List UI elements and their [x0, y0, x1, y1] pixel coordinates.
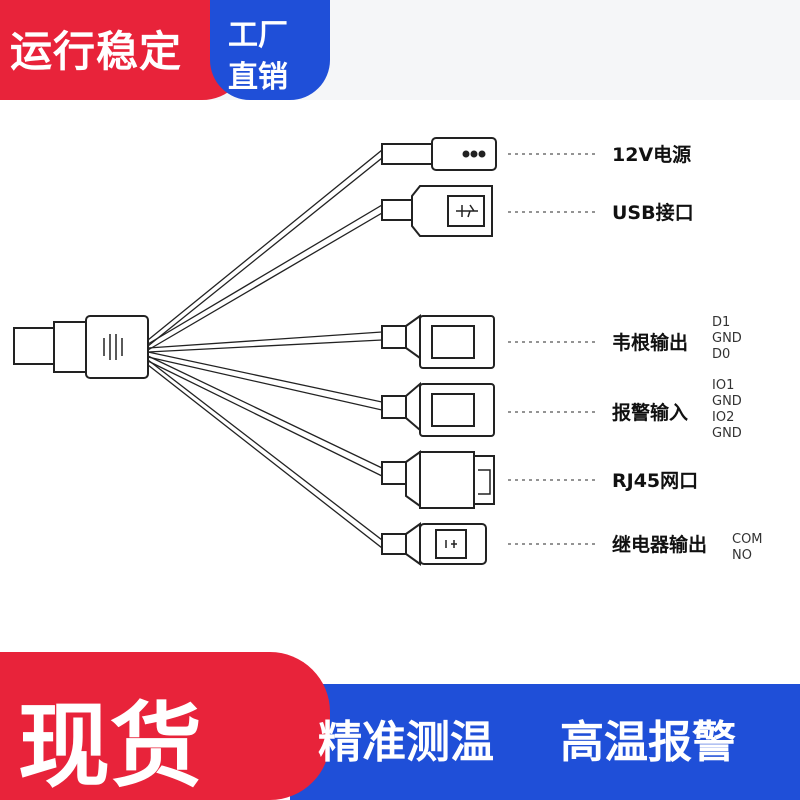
wire-relay [147, 359, 383, 549]
main-cable [13, 327, 55, 365]
pin-alarm-io1: IO1 [712, 378, 734, 393]
wire-alarm [147, 351, 383, 411]
feature-accurate-temp: 精准测温 [318, 717, 494, 768]
rj45-connector [381, 450, 495, 509]
pin-wiegand-gnd: GND [712, 331, 742, 346]
wire-usb [147, 204, 383, 351]
slogan-text: 运行稳定 [10, 27, 183, 76]
cable-diagram: 12V电源 USB接口 韦根输出 报警输入 RJ45网口 继电器输出 D1 GN… [13, 137, 763, 566]
bottom-banner: 现货 精准测温 高温报警 [0, 652, 800, 800]
cable-sleeve [53, 321, 87, 373]
relay-connector [381, 522, 487, 566]
feature-band [290, 684, 800, 800]
wire-rj45 [147, 355, 383, 477]
stock-text: 现货 [18, 693, 203, 800]
label-relay: 继电器输出 [612, 533, 707, 556]
wire-power [147, 149, 383, 347]
pin-alarm-io2: IO2 [712, 410, 734, 425]
pin-wiegand-d0: D0 [712, 347, 730, 362]
usb-connector [381, 185, 493, 237]
top-banner: 运行稳定 工厂 直销 [0, 0, 800, 100]
pin-alarm-gnd1: GND [712, 394, 742, 409]
junction-box [85, 315, 149, 379]
factory-badge [210, 0, 330, 100]
label-alarm: 报警输入 [612, 401, 688, 424]
label-rj45: RJ45网口 [612, 470, 698, 492]
feature-high-temp-alarm: 高温报警 [560, 717, 736, 768]
alarm-connector [381, 381, 495, 437]
slogan-badge [0, 0, 250, 100]
pin-wiegand-d1: D1 [712, 315, 730, 330]
wire-wiegand [147, 331, 383, 353]
pin-relay-com: COM [732, 532, 763, 547]
pin-relay-no: NO [732, 548, 752, 563]
stock-badge [0, 652, 330, 800]
pin-alarm-gnd2: GND [712, 426, 742, 441]
factory-text-line1: 工厂 [228, 18, 288, 53]
factory-text-line2: 直销 [228, 60, 288, 95]
label-usb: USB接口 [612, 202, 694, 224]
label-wiegand: 韦根输出 [612, 331, 688, 354]
label-power: 12V电源 [612, 143, 691, 166]
wiegand-connector [381, 314, 495, 369]
power-connector [381, 137, 497, 171]
